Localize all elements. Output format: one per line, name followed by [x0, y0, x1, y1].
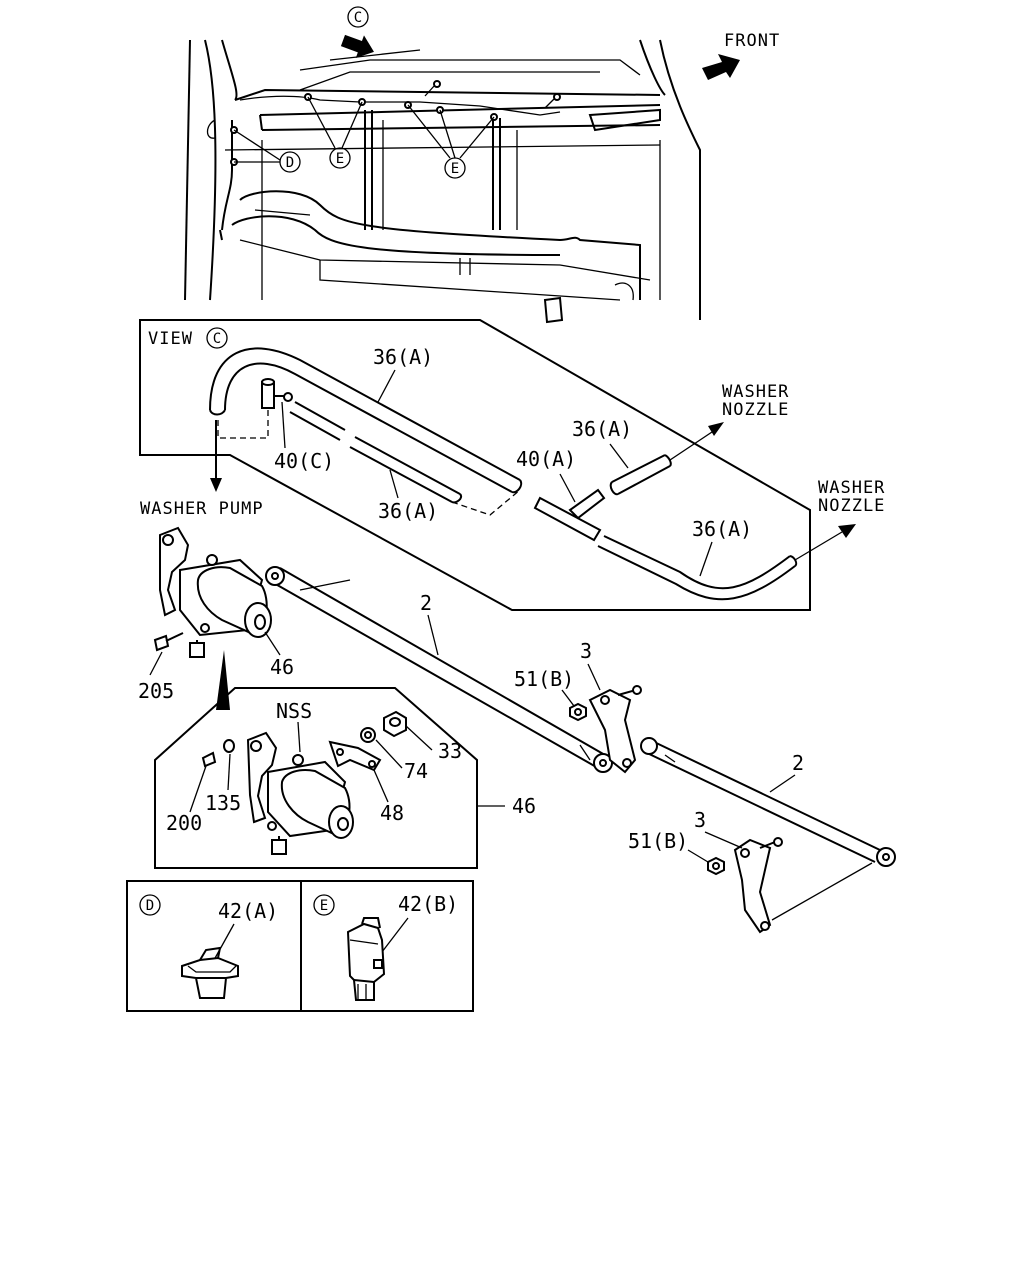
clip-42b	[346, 917, 386, 1001]
svg-text:E: E	[336, 151, 344, 167]
part-number-51b-upper: 51(B)	[514, 667, 574, 691]
washer-pump-label: WASHER PUMP	[140, 499, 264, 519]
part-number-46-detail: 46	[512, 794, 536, 818]
connector-40c	[261, 378, 293, 409]
front-direction-indicator: FRONT	[702, 31, 780, 80]
connector-40a	[533, 488, 606, 542]
callout-d: D	[279, 151, 301, 173]
wiper-motor-assembly	[153, 526, 272, 710]
nut-51b-upper	[569, 702, 587, 722]
svg-text:E: E	[320, 898, 328, 914]
nss-label: NSS	[276, 699, 312, 723]
part-number-42b: 42(B)	[398, 892, 458, 916]
view-c-label: VIEW	[148, 329, 193, 349]
wiper-link-2-upper	[265, 566, 613, 773]
part-number-51b-lower: 51(B)	[628, 829, 688, 853]
view-c-marker: C	[340, 6, 374, 58]
part-number-3-upper: 3	[580, 639, 592, 663]
motor-detail-box: NSS 33 74 48 135 200	[154, 687, 478, 869]
svg-text:D: D	[286, 155, 294, 171]
hose-36a-long	[209, 347, 521, 481]
part-number-48: 48	[380, 801, 404, 825]
svg-text:D: D	[146, 898, 154, 914]
bolt-205	[153, 632, 184, 652]
part-number-36a-2: 36(A)	[572, 417, 632, 441]
part-number-42a: 42(A)	[218, 899, 278, 923]
wiper-pivot-3-lower	[707, 837, 873, 934]
clip-detail-e-box: E 42(B)	[300, 880, 474, 1012]
svg-text:E: E	[451, 161, 459, 177]
clip-detail-d-box: D 42(A)	[126, 880, 302, 1012]
part-number-3-lower: 3	[694, 808, 706, 832]
clip-42a	[181, 946, 239, 999]
part-number-135: 135	[205, 791, 241, 815]
part-number-205: 205	[138, 679, 174, 703]
part-number-36a-3: 36(A)	[378, 499, 438, 523]
part-number-2-lower: 2	[792, 751, 804, 775]
part-number-200: 200	[166, 811, 202, 835]
callout-e-1: E	[329, 147, 351, 169]
part-number-36a-4: 36(A)	[692, 517, 752, 541]
front-label: FRONT	[724, 31, 780, 51]
part-number-46-upper: 46	[270, 655, 294, 679]
part-number-40a: 40(A)	[516, 447, 576, 471]
part-number-36a-1: 36(A)	[373, 345, 433, 369]
hose-36a-lower	[597, 535, 796, 601]
callout-leaders-top	[233, 96, 495, 163]
part-number-33: 33	[438, 739, 462, 763]
wiper-link-2-lower	[640, 737, 896, 867]
part-number-74: 74	[404, 759, 428, 783]
hose-36a-short	[289, 401, 461, 503]
hose-36a-nozzle	[611, 454, 671, 495]
part-number-40c: 40(C)	[274, 449, 334, 473]
part-number-2-upper: 2	[420, 591, 432, 615]
view-c-panel: VIEW C	[139, 319, 885, 611]
wiper-pivot-3-upper	[569, 685, 642, 774]
callout-e-2: E	[444, 157, 466, 179]
svg-text:C: C	[213, 331, 221, 347]
nut-51b-lower	[707, 856, 725, 876]
vehicle-panel-illustration	[184, 39, 701, 324]
circle-ref-c: C	[354, 10, 362, 26]
